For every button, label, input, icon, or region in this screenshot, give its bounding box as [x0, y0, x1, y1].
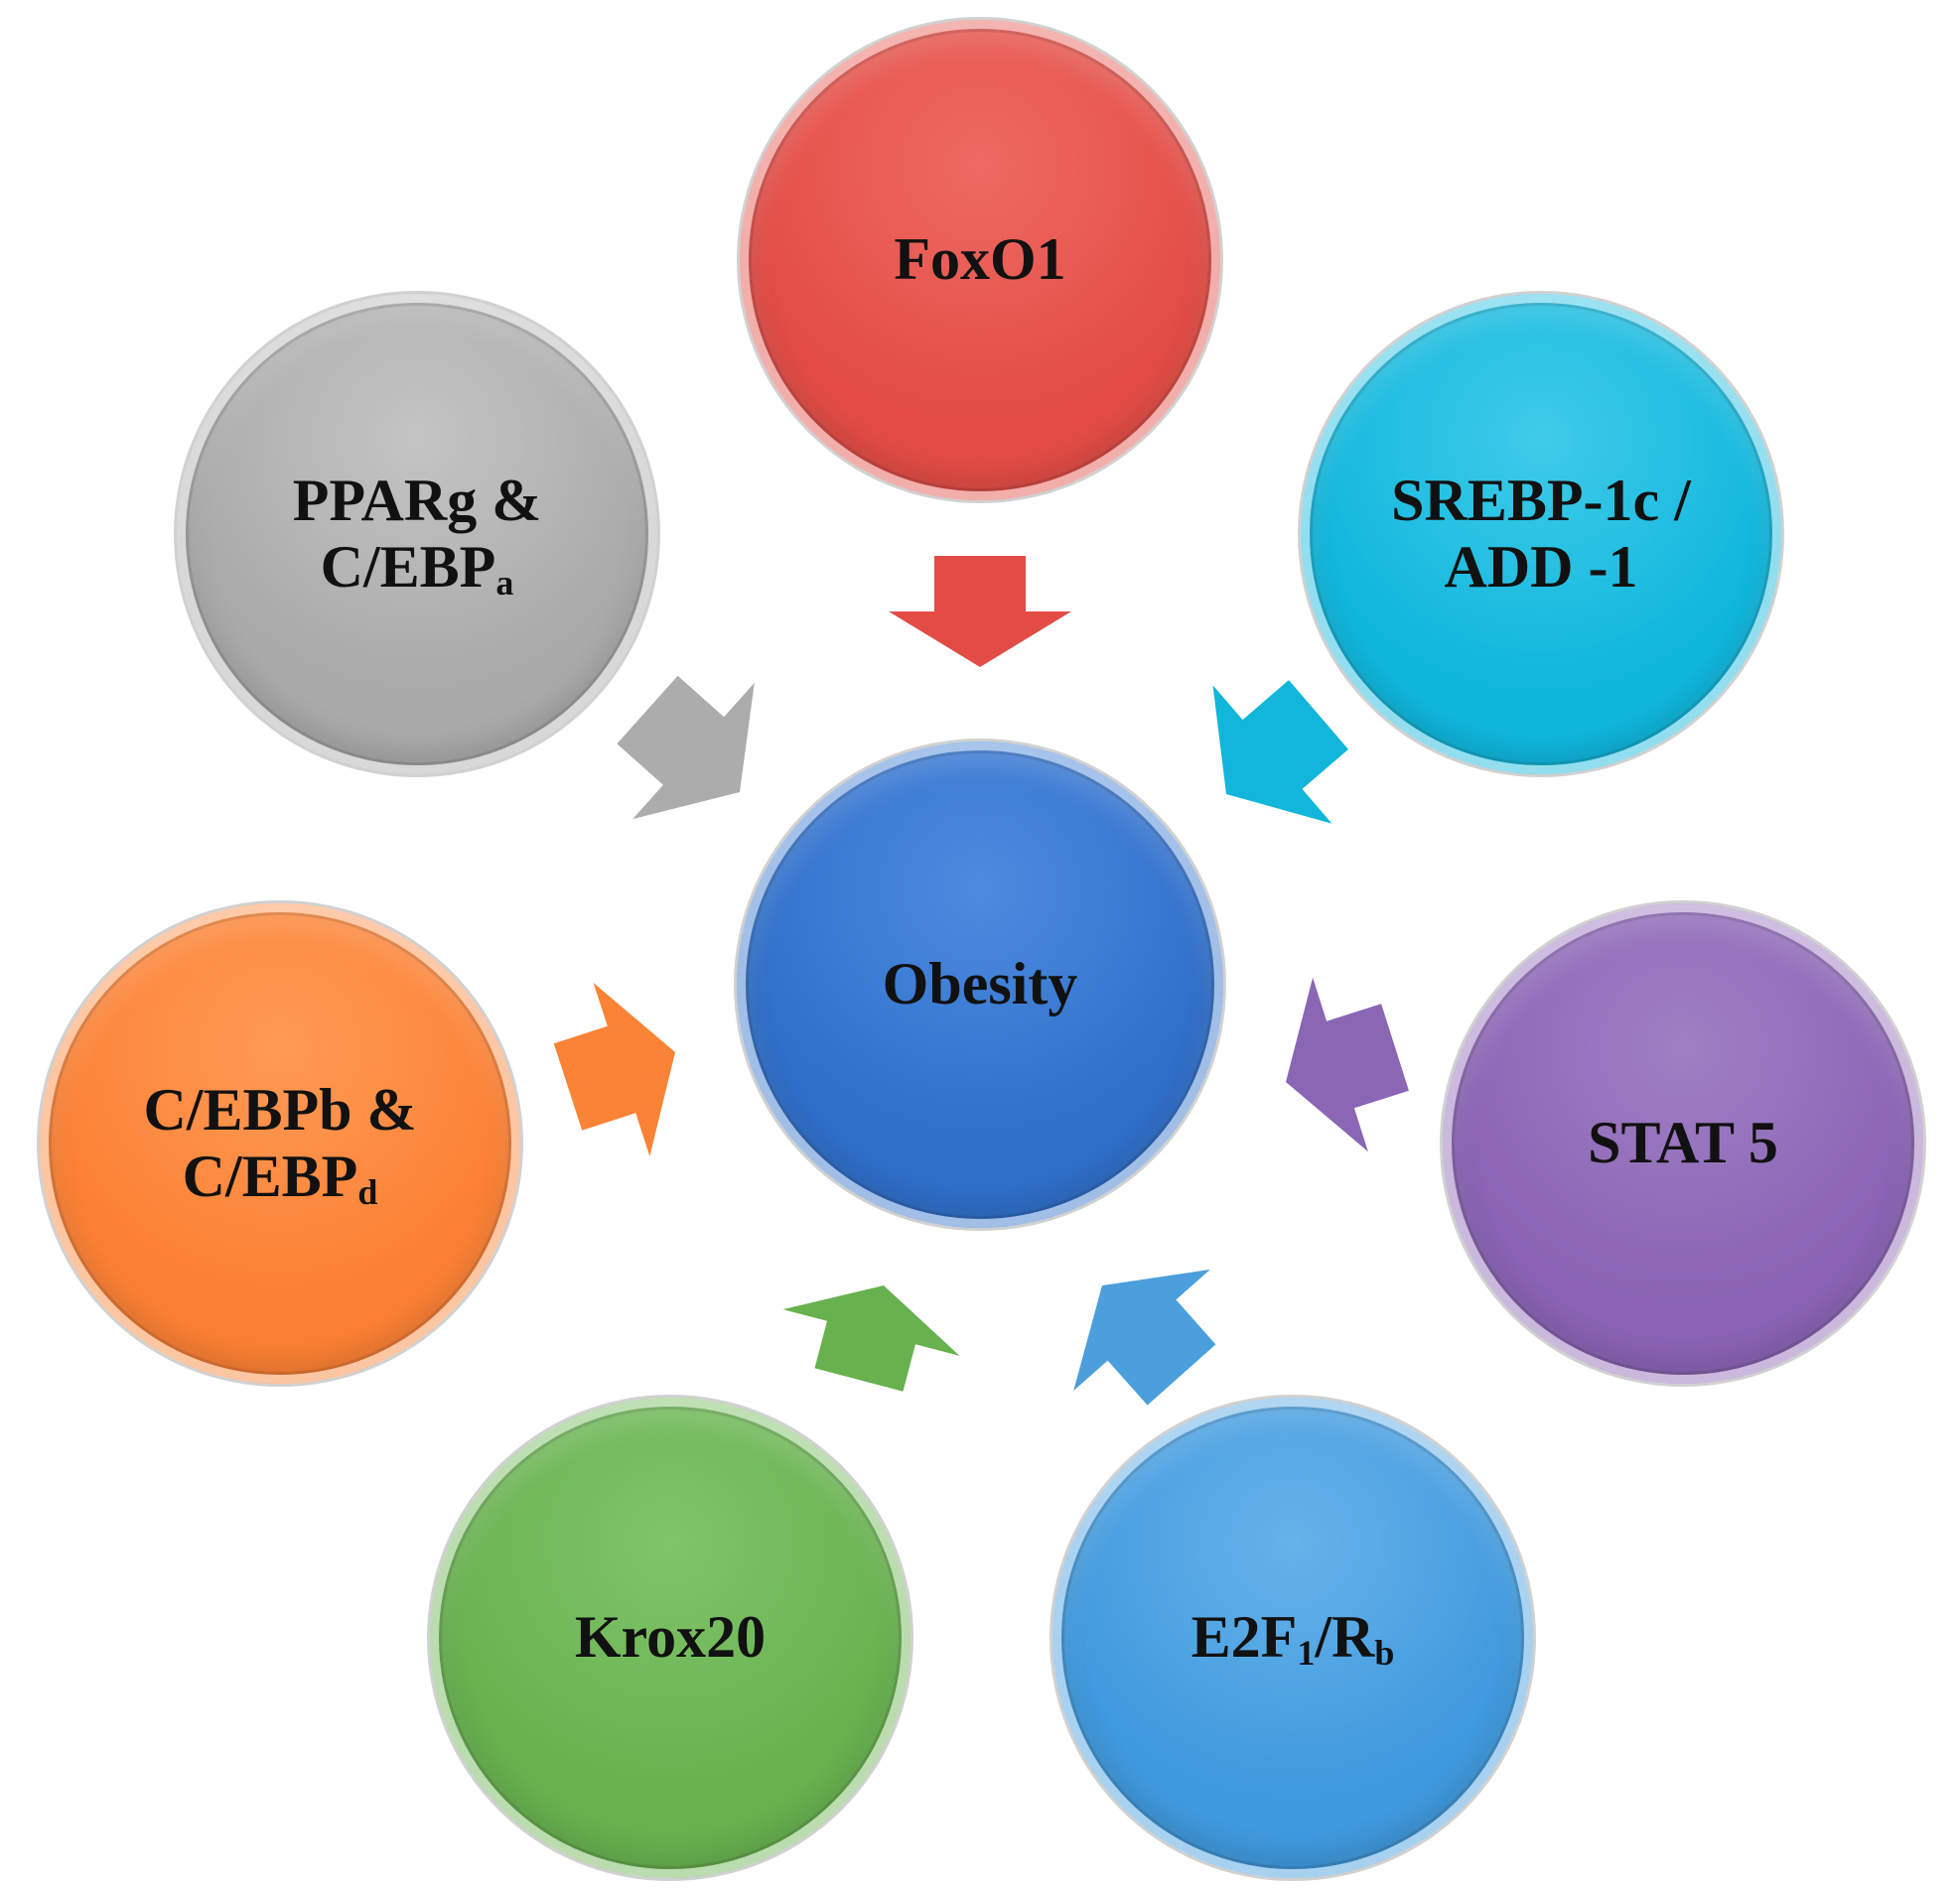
arrow-foxo1: [889, 556, 1071, 667]
node-stat5: STAT 5: [1443, 903, 1923, 1384]
node-e2f1-rb-subscript: 1: [1297, 1633, 1316, 1674]
node-e2f1-rb-text: /R: [1315, 1604, 1375, 1671]
node-foxo1: FoxO1: [740, 20, 1220, 500]
arrow-e2f1: [1073, 1269, 1216, 1406]
node-cebpb-cebpd-line: C/EBPd: [143, 1144, 416, 1210]
node-srebp-add1-text: SREBP-1c /: [1391, 467, 1691, 533]
node-srebp-add1-text: ADD -1: [1444, 534, 1638, 600]
node-krox20-text: Krox20: [574, 1604, 767, 1671]
node-srebp-add1-label: SREBP-1c /ADD -1: [1391, 468, 1691, 601]
node-foxo1-text: FoxO1: [894, 226, 1066, 293]
node-pparg-cebpa-text: C/EBP: [320, 534, 496, 600]
node-pparg-cebpa-line: C/EBPa: [293, 534, 542, 601]
node-pparg-cebpa-subscript: a: [495, 562, 514, 603]
node-e2f1-rb-line: E2F1/Rb: [1191, 1604, 1395, 1671]
node-cebpb-cebpd-subscript: d: [357, 1171, 378, 1212]
node-krox20-label: Krox20: [575, 1604, 766, 1671]
node-pparg-cebpa-line: PPARg &: [293, 468, 542, 534]
node-srebp-add1-line: SREBP-1c /: [1391, 468, 1691, 534]
node-cebpb-cebpd-text: C/EBP: [182, 1144, 358, 1209]
node-srebp-add1-line: ADD -1: [1391, 534, 1691, 601]
node-obesity-label: Obesity: [882, 951, 1078, 1017]
node-stat5-label: STAT 5: [1588, 1110, 1778, 1176]
arrow-stat5: [1286, 977, 1409, 1152]
node-cebpb-cebpd-text: C/EBPb &: [143, 1076, 417, 1143]
node-stat5-text: STAT 5: [1588, 1110, 1778, 1176]
node-foxo1-label: FoxO1: [894, 226, 1065, 293]
arrow-srebp: [1212, 680, 1348, 824]
node-e2f1-rb-text: E2F: [1190, 1604, 1298, 1671]
arrow-krox20: [782, 1285, 960, 1392]
node-e2f1-rb-label: E2F1/Rb: [1191, 1604, 1395, 1671]
arrow-cebpb: [553, 983, 675, 1156]
node-cebpb-cebpd-line: C/EBPb &: [143, 1077, 416, 1144]
node-cebpb-cebpd: C/EBPb &C/EBPd: [40, 903, 520, 1384]
node-e2f1-rb-subscript: b: [1374, 1633, 1395, 1674]
node-srebp-add1: SREBP-1c /ADD -1: [1301, 294, 1781, 774]
node-krox20-line: Krox20: [575, 1604, 766, 1671]
arrow-pparg: [617, 675, 755, 820]
node-pparg-cebpa-label: PPARg &C/EBPa: [293, 468, 542, 601]
node-stat5-line: STAT 5: [1588, 1110, 1778, 1176]
node-pparg-cebpa: PPARg &C/EBPa: [177, 294, 657, 774]
node-obesity: Obesity: [737, 742, 1223, 1228]
node-pparg-cebpa-text: PPARg &: [292, 467, 542, 533]
node-foxo1-line: FoxO1: [894, 226, 1065, 293]
node-cebpb-cebpd-label: C/EBPb &C/EBPd: [143, 1077, 416, 1210]
node-krox20: Krox20: [430, 1398, 910, 1878]
node-e2f1-rb: E2F1/Rb: [1052, 1398, 1533, 1878]
